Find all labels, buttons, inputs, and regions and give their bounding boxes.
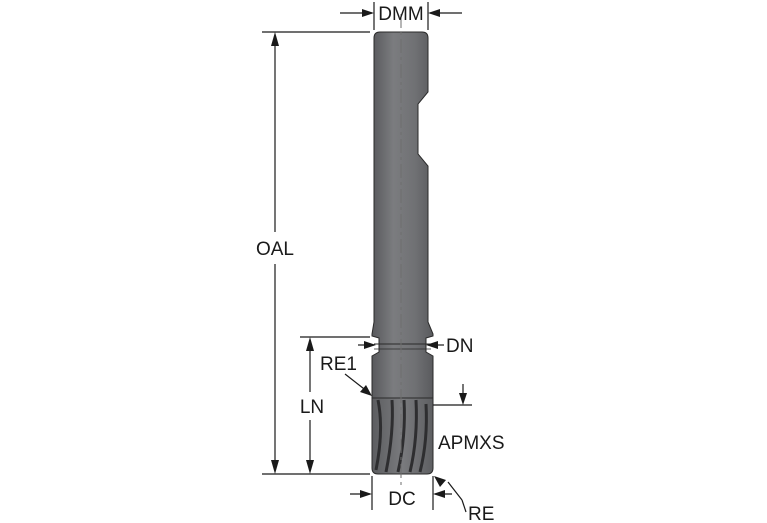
dc-dimension: DC <box>350 476 452 510</box>
ln-dimension: LN <box>300 336 370 474</box>
dmm-label: DMM <box>378 4 423 25</box>
flute-lines <box>374 399 428 473</box>
re-label: RE <box>468 504 494 523</box>
oal-dimension: OAL <box>256 31 370 475</box>
oal-label: OAL <box>256 239 294 260</box>
apmxs-label: APMXS <box>438 433 505 454</box>
apmxs-dimension: APMXS <box>433 384 505 454</box>
re1-label: RE1 <box>320 354 357 375</box>
dn-label: DN <box>446 336 473 357</box>
end-mill-icon <box>371 14 434 485</box>
re1-dimension: RE1 <box>320 354 372 396</box>
dmm-dimension: DMM <box>340 2 462 30</box>
dn-dimension: DN <box>358 336 473 357</box>
tool-shank <box>371 31 434 399</box>
re-dimension: RE <box>434 476 494 523</box>
ln-label: LN <box>300 397 324 418</box>
dc-label: DC <box>388 489 415 510</box>
